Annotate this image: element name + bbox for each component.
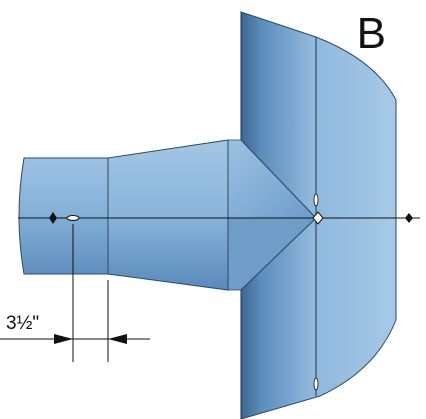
seam-marker-icon bbox=[313, 377, 319, 391]
dimension-label: 3½" bbox=[6, 313, 40, 334]
dimension-arrow-icon bbox=[54, 334, 73, 344]
seam-line-cone-lower bbox=[240, 217, 317, 291]
inlet-pipe bbox=[18, 157, 109, 275]
centerline-marker-icon bbox=[405, 213, 413, 223]
reducer-section bbox=[107, 139, 229, 291]
view-label: B bbox=[356, 9, 386, 58]
centerline-marker-icon bbox=[312, 211, 324, 225]
centerline-marker-icon bbox=[66, 215, 80, 221]
seam-marker-icon bbox=[313, 193, 319, 207]
centerline-marker-icon bbox=[49, 212, 57, 224]
dimension-arrow-icon bbox=[108, 334, 127, 344]
seam-line-cone-upper bbox=[240, 139, 317, 219]
